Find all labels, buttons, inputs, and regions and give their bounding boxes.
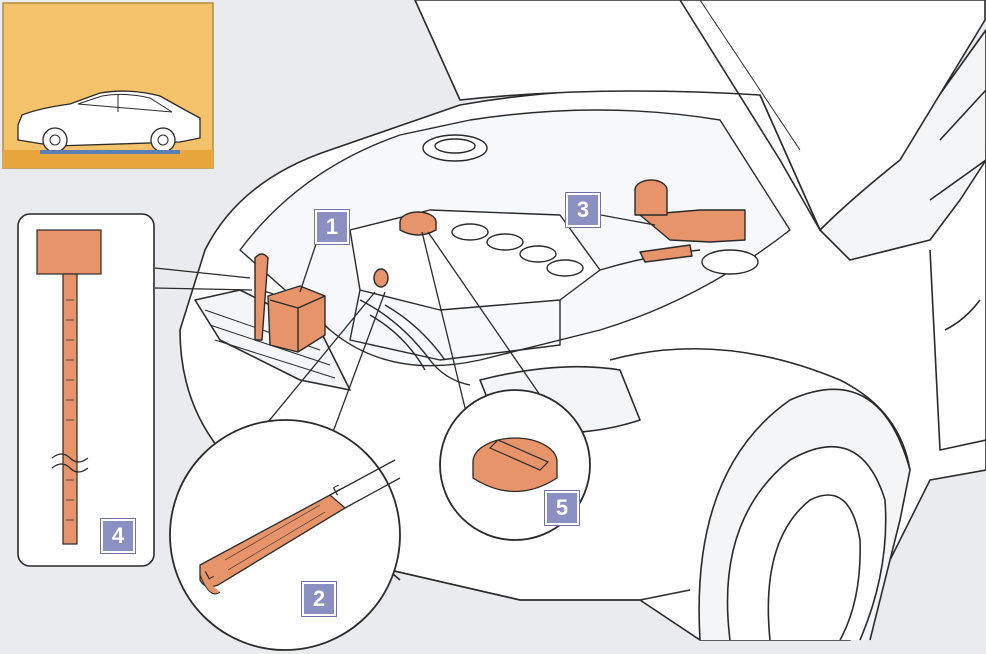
brake-fluid-reservoir — [639, 209, 746, 243]
highlighted-parts — [254, 179, 746, 353]
callout-badge-4: 4 — [101, 519, 135, 553]
inset-car-silhouette — [2, 2, 214, 169]
dipstick-handle-in-bay — [254, 253, 269, 341]
callout-badge-3: 3 — [566, 193, 600, 227]
callout-badge-2: 2 — [302, 582, 336, 616]
inset-dipstick — [17, 213, 155, 567]
zoom-dipstick-tip: F L — [169, 419, 401, 651]
callout-badge-1: 1 — [315, 210, 349, 244]
callout-badge-5: 5 — [545, 491, 579, 525]
open-hood — [414, 0, 986, 231]
